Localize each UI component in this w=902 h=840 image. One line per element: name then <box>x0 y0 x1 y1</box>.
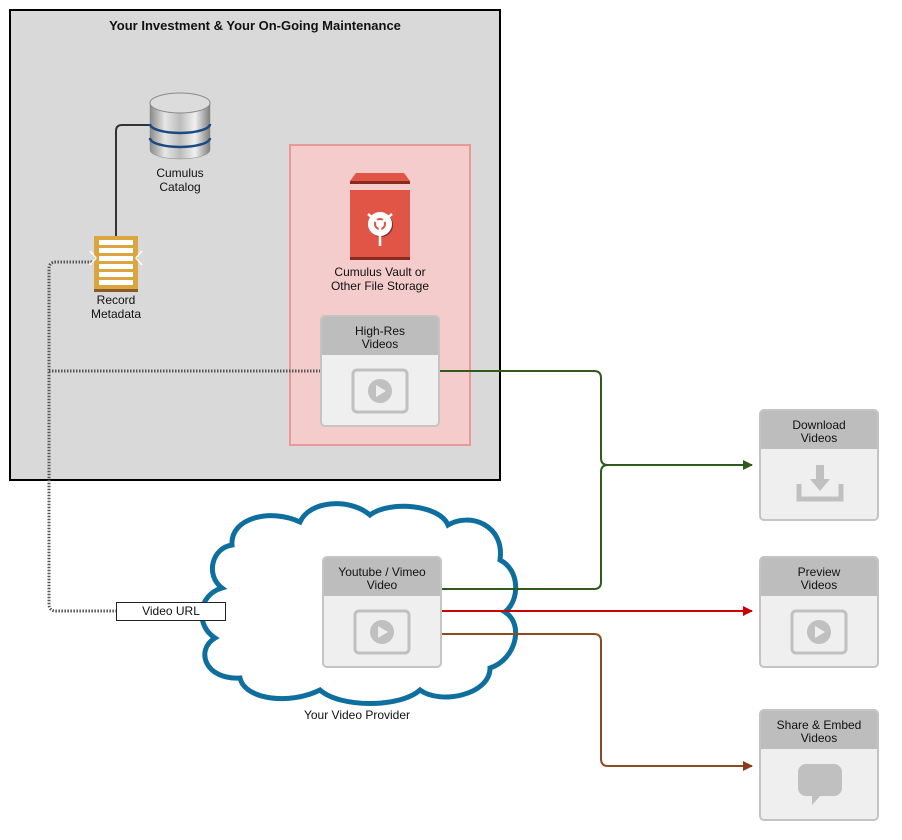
metadata-label-line1: Record <box>96 293 136 307</box>
preview-videos-card[interactable]: Preview Videos <box>759 556 879 668</box>
catalog-label-line2: Catalog <box>159 180 201 194</box>
play-icon <box>353 609 411 655</box>
metadata-label-line2: Metadata <box>90 307 142 321</box>
high-res-videos-card[interactable]: High-Res Videos <box>320 315 440 427</box>
play-icon <box>790 609 848 655</box>
download-videos-title: Download Videos <box>761 411 877 449</box>
high-res-videos-title: High-Res Videos <box>322 317 438 355</box>
catalog-label: Cumulus Catalog <box>140 166 220 194</box>
download-videos-card[interactable]: Download Videos <box>759 409 879 521</box>
download-icon <box>796 465 844 502</box>
metadata-url-connector <box>47 260 116 613</box>
vault-label-line1: Cumulus Vault or <box>334 265 426 279</box>
video-provider-label: Your Video Provider <box>303 708 411 722</box>
vault-icon <box>350 173 410 260</box>
video-url-label: Video URL <box>116 602 226 621</box>
play-icon <box>351 368 409 414</box>
catalog-label-line1: Cumulus <box>156 166 204 180</box>
investment-title: Your Investment & Your On-Going Maintena… <box>109 18 401 33</box>
speech-bubble-icon <box>798 764 842 805</box>
youtube-vimeo-video-card[interactable]: Youtube / Vimeo Video <box>322 556 442 668</box>
preview-videos-title: Preview Videos <box>761 558 877 596</box>
share-embed-videos-title: Share & Embed Videos <box>761 711 877 749</box>
download-connector-youtube <box>442 464 609 590</box>
catalog-metadata-connector <box>115 124 150 236</box>
share-connector <box>442 633 753 771</box>
metadata-label: Record Metadata <box>76 293 156 321</box>
vault-label: Cumulus Vault or Other File Storage <box>300 265 460 293</box>
database-icon <box>148 92 212 160</box>
vault-label-line2: Other File Storage <box>330 279 430 293</box>
document-icon <box>89 236 143 292</box>
share-embed-videos-card[interactable]: Share & Embed Videos <box>759 709 879 821</box>
youtube-vimeo-video-title: Youtube / Vimeo Video <box>324 558 440 596</box>
